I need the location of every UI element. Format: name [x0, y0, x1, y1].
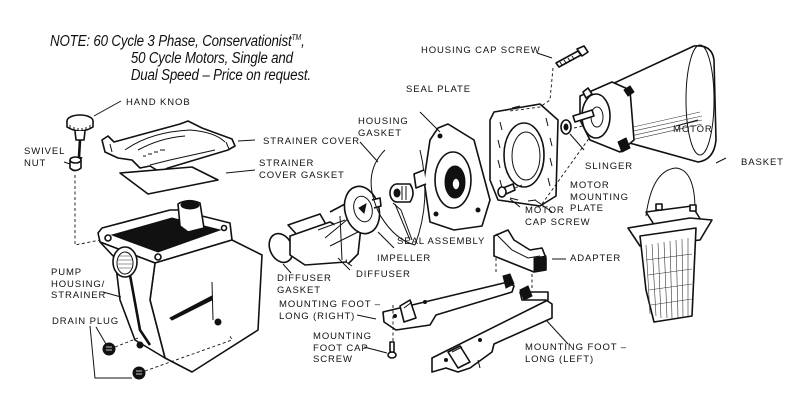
basket-part	[627, 167, 713, 323]
mounting-foot-cap-screw-part	[387, 341, 397, 359]
mounting-foot-right-part	[382, 273, 515, 331]
label-drain-plug: DRAIN PLUG	[52, 316, 120, 327]
note-line-3: Dual Speed – Price on request.	[130, 67, 311, 85]
label-strainer-cover-gasket: STRAINER COVER GASKET	[259, 158, 345, 181]
housing-cap-screw-part	[555, 45, 589, 68]
note-line-1: 60 Cycle 3 Phase, Conservationist	[93, 33, 292, 51]
slinger-part	[560, 119, 572, 135]
label-motor-cap-screw: MOTOR CAP SCREW	[525, 205, 591, 228]
note-prefix: NOTE:	[50, 33, 90, 51]
label-housing-cap-screw: HOUSING CAP SCREW	[421, 45, 541, 56]
note-line-2: 50 Cycle Motors, Single and	[130, 50, 293, 68]
label-basket: BASKET	[741, 157, 784, 168]
note-text: NOTE: 60 Cycle 3 Phase, ConservationistT…	[50, 33, 311, 85]
label-housing-gasket: HOUSING GASKET	[358, 116, 409, 139]
swivel-nut-guide	[74, 175, 101, 246]
label-mounting-foot-cap-screw: MOUNTING FOOT CAP SCREW	[313, 331, 372, 365]
label-seal-plate: SEAL PLATE	[406, 84, 471, 95]
label-slinger: SLINGER	[585, 161, 634, 172]
strainer-cover-part	[101, 120, 236, 173]
adapter-part	[493, 229, 547, 273]
seal-plate-part	[413, 123, 491, 231]
trademark-mark: TM	[291, 33, 302, 42]
pump-housing-part	[97, 199, 263, 373]
strainer-cover-gasket-part	[119, 166, 219, 195]
label-strainer-cover: STRAINER COVER	[263, 136, 361, 147]
label-pump-housing-strainer: PUMP HOUSING/ STRAINER	[51, 267, 107, 301]
label-hand-knob: HAND KNOB	[126, 97, 191, 108]
mounting-foot-left-part	[431, 285, 553, 373]
label-mounting-foot-left: MOUNTING FOOT – LONG (LEFT)	[525, 342, 627, 365]
label-impeller: IMPELLER	[377, 253, 432, 264]
seal-assembly-part	[389, 183, 414, 203]
drain-plug-part-2	[132, 366, 146, 380]
motor-cap-screw-part	[497, 183, 523, 198]
label-seal-assembly: SEAL ASSEMBLY	[397, 236, 486, 247]
label-swivel-nut: SWIVEL NUT	[24, 146, 66, 169]
hand-knob-part	[66, 114, 94, 164]
swivel-nut-part	[63, 156, 82, 172]
label-diffuser-gasket: DIFFUSER GASKET	[277, 273, 332, 296]
label-motor-mounting-plate: MOTOR MOUNTING PLATE	[570, 180, 629, 214]
drain-plug-part-1	[102, 342, 116, 356]
label-adapter: ADAPTER	[570, 253, 622, 264]
housing-gasket-part	[370, 149, 426, 246]
motor-mounting-plate-part	[489, 103, 559, 207]
label-diffuser: DIFFUSER	[356, 269, 411, 280]
motor-part	[572, 44, 717, 163]
label-motor: MOTOR	[673, 124, 713, 135]
impeller-part	[343, 185, 382, 235]
label-mounting-foot-right: MOUNTING FOOT – LONG (RIGHT)	[279, 299, 381, 322]
